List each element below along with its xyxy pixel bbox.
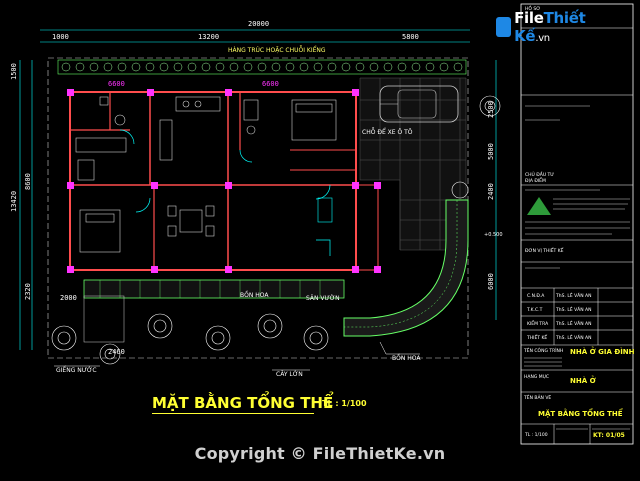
hedge-row [57, 59, 467, 75]
tb-row-9: HẠNG MỤC [524, 374, 549, 380]
label-car-parking: CHỖ ĐỂ XE Ô TÔ [362, 128, 413, 136]
dim-left-b: 8600 [24, 173, 32, 190]
trees [51, 95, 501, 365]
dim-right-3: 6000 [487, 273, 495, 290]
site-boundary [19, 29, 497, 359]
tb-row-2: ĐỊA ĐIỂM [525, 176, 546, 184]
dim-left-total: 13420 [10, 191, 18, 212]
drawing-scale: TL : 1/100 [322, 399, 367, 408]
logo-part-1: File [514, 9, 544, 27]
tb-row-4: C.N.Đ.A [527, 293, 545, 299]
dim-right-1: 5000 [487, 143, 495, 160]
dim-bottom-0: 2000 [60, 294, 77, 302]
tb-row-3: ĐƠN VỊ THIẾT KẾ [525, 246, 564, 254]
title-block: HỒ SƠ CHỦ ĐẦU TƯ ĐỊA ĐIỂM ĐƠN VỊ THIẾT K… [520, 3, 635, 445]
tb-row-7: THIẾT KẾ [526, 333, 547, 341]
tb-row-6: KIỂM TRA [527, 319, 549, 327]
paved-area [359, 77, 467, 251]
logo-part-3: .vn [535, 33, 550, 44]
tb-sheet-title: MẶT BẰNG TỔNG THỂ [538, 408, 623, 418]
tb-scale: TL : 1/100 [524, 432, 548, 438]
tb-row-8: TÊN CÔNG TRÌNH [523, 346, 563, 354]
furniture [75, 96, 337, 253]
dim-inner-0: 6600 [108, 80, 125, 88]
logo-text: FileThiết Kế.vn [514, 9, 620, 45]
dim-bottom-1: 2460 [108, 348, 125, 356]
car-icon [379, 85, 459, 123]
title-underline [152, 413, 314, 414]
tb-row-0: HỒ SƠ [525, 3, 540, 12]
labels: HÀNG TRÚC HOẶC CHUỖI KIỂNG CHỖ ĐỂ XE Ô T… [54, 46, 503, 378]
tb-person-0: ThS. LÊ VĂN AN [555, 291, 592, 299]
company-logo-icon [527, 197, 551, 215]
label-flower-bed-1: BỒN HOA [240, 290, 269, 299]
label-level: +0.500 [484, 232, 503, 238]
dim-left-a: 1500 [10, 63, 18, 80]
tb-person-1: ThS. LÊ VĂN AN [555, 305, 592, 313]
house-walls [69, 91, 379, 271]
tb-row-10: TÊN BẢN VẼ [523, 393, 551, 401]
label-garden-path: SÂN VƯỜN [306, 295, 340, 302]
dim-top-a: 1000 [52, 33, 69, 41]
dimensions: 20000 1000 13200 5800 6600 6600 1500 860… [10, 20, 495, 356]
dim-right-0: 2500 [487, 101, 495, 118]
tb-row-1: CHỦ ĐẦU TƯ [525, 170, 554, 178]
label-big-tree: CÂY LỚN [276, 371, 303, 378]
tb-person-3: ThS. LÊ VĂN AN [555, 333, 592, 341]
tb-sheet-code: KT: 01/05 [593, 432, 625, 439]
curved-flower-bed [343, 199, 469, 337]
dim-top-b: 13200 [198, 33, 219, 41]
dim-right-2: 2400 [487, 183, 495, 200]
doors [119, 129, 331, 256]
dim-top-c: 5800 [402, 33, 419, 41]
logo-icon [496, 17, 512, 37]
logo-part-2: Thiết Kế [514, 9, 586, 45]
dim-inner-1: 6600 [262, 80, 279, 88]
label-well: GIẾNG NƯỚC [56, 366, 97, 374]
site-logo: FileThiết Kế.vn [496, 9, 620, 45]
dim-left-c: 2320 [24, 283, 32, 300]
copyright-watermark: Copyright © FileThietKe.vn [194, 444, 446, 463]
dim-total: 20000 [248, 20, 269, 28]
planter-strip [83, 279, 345, 343]
tb-row-5: T.K.C.T [526, 307, 543, 313]
tb-person-2: ThS. LÊ VĂN AN [555, 319, 592, 327]
label-hedge: HÀNG TRÚC HOẶC CHUỖI KIỂNG [228, 46, 326, 54]
tb-project-name: NHÀ Ở GIA ĐÌNH [570, 346, 635, 356]
label-flower-bed-2: BỒN HOA [392, 353, 421, 362]
drawing-title: MẶT BẰNG TỔNG THỂ [152, 394, 334, 412]
columns [67, 89, 381, 273]
tb-item: NHÀ Ở [570, 375, 596, 385]
